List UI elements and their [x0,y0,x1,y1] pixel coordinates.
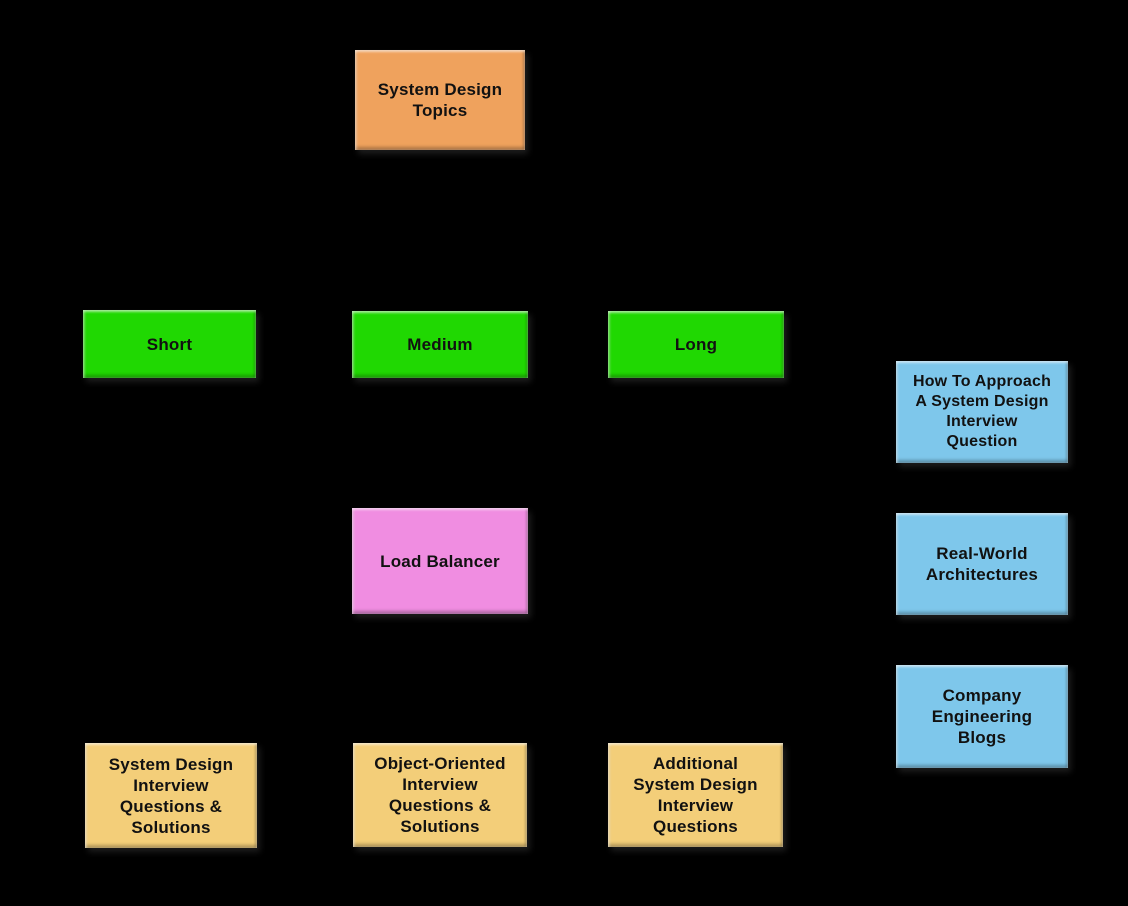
node-long: Long [608,311,784,378]
node-system-design-interview-questions-solutions: System Design Interview Questions & Solu… [85,743,257,848]
node-load-balancer: Load Balancer [352,508,528,614]
node-medium: Medium [352,311,528,378]
node-real-world-architectures: Real-World Architectures [896,513,1068,615]
node-object-oriented-interview-questions-solutions: Object-Oriented Interview Questions & So… [353,743,527,847]
node-short: Short [83,310,256,378]
node-how-to-approach-a-system-design-interview-question: How To Approach A System Design Intervie… [896,361,1068,463]
node-system-design-topics: System Design Topics [355,50,525,150]
node-additional-system-design-interview-questions: Additional System Design Interview Quest… [608,743,783,847]
node-company-engineering-blogs: Company Engineering Blogs [896,665,1068,768]
